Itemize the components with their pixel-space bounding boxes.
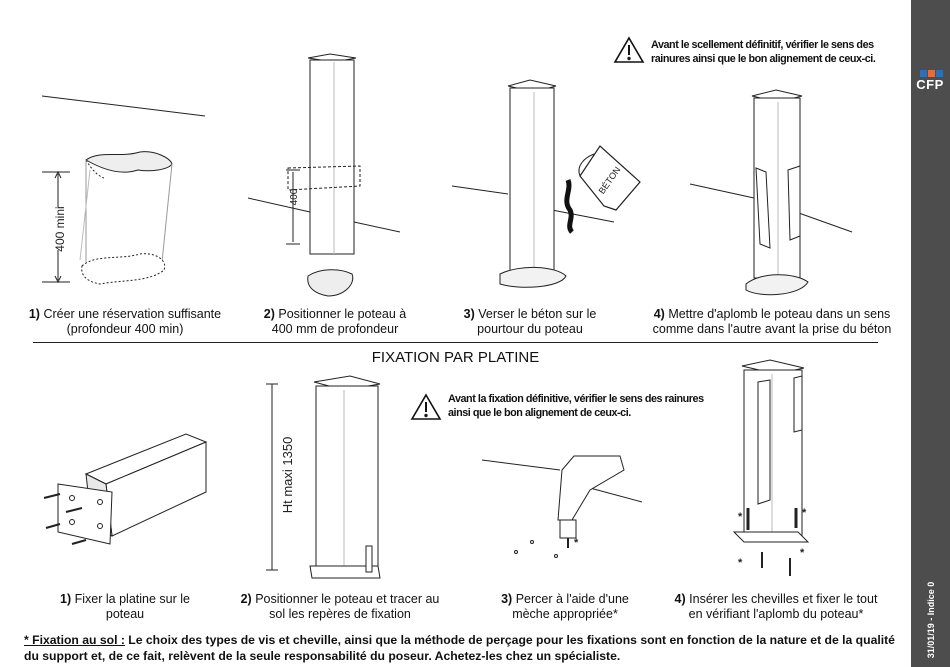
step-text: Positionner le poteau à: [278, 307, 407, 321]
warning-icon: [613, 36, 645, 63]
step-text: en vérifiant l'aplomb du poteau*: [688, 607, 864, 621]
warning-line: Avant le scellement définitif, vérifier …: [651, 39, 874, 51]
warning-text-top: Avant le scellement définitif, vérifier …: [651, 38, 876, 66]
platine-step-3: 3) Percer à l'aide d'une mèche approprié…: [485, 592, 645, 622]
step-text: Mettre d'aplomb le poteau dans un sens: [668, 307, 891, 321]
post-in-ground-illustration: [247, 53, 401, 297]
dim-height-label: Ht maxi 1350: [280, 437, 295, 514]
post-upright-illustration: [266, 375, 381, 579]
warning-line: ainsi que le bon alignement de ceux-ci.: [448, 407, 631, 419]
platine-step-2: 2) Positionner le poteau et tracer au so…: [230, 592, 450, 622]
star-mark: *: [800, 547, 805, 559]
step-number: 1): [60, 592, 72, 606]
footer-text: Le choix des types de vis et cheville, a…: [24, 633, 895, 663]
illustrations: 400 mini 400 BÉTON: [41, 36, 853, 579]
step-number: 2): [240, 592, 252, 606]
hole-illustration: [41, 95, 206, 285]
star-mark: *: [574, 537, 579, 549]
step-text: Verser le béton sur le: [478, 307, 597, 321]
scellement-step-4: 4) Mettre d'aplomb le poteau dans un sen…: [636, 307, 908, 337]
dim-400-mini-label: 400 mini: [53, 206, 67, 251]
step-text: comme dans l'autre avant la prise du bét…: [652, 322, 892, 336]
star-mark: *: [802, 507, 807, 519]
warning-text-platine: Avant la fixation définitive, vérifier l…: [448, 392, 704, 420]
platine-step-1: 1) Fixer la platine sur le poteau: [40, 592, 210, 622]
scellement-step-2: 2) Positionner le poteau à 400 mm de pro…: [240, 307, 430, 337]
drill-illustration: [481, 455, 643, 558]
step-number: 4): [674, 592, 686, 606]
step-number: 2): [263, 307, 275, 321]
step-text: (profondeur 400 min): [66, 322, 184, 336]
logo-squares: [918, 70, 943, 78]
step-text: Insérer les chevilles et fixer le tout: [689, 592, 878, 606]
step-text: Créer une réservation suffisante: [43, 307, 222, 321]
sidebar-date: 31/01/19 - Indice 0: [926, 581, 936, 659]
logo-square: [928, 70, 935, 77]
section-divider: [33, 342, 878, 343]
align-post-illustration: [689, 89, 853, 296]
warning-line: Avant la fixation définitive, vérifier l…: [448, 393, 704, 405]
fixed-post-illustration: [732, 359, 810, 576]
scellement-step-1: 1) Créer une réservation suffisante (pro…: [20, 307, 230, 337]
step-text: poteau: [105, 607, 145, 621]
dim-400-label: 400: [289, 188, 300, 205]
sidebar: [911, 0, 950, 667]
step-text: Percer à l'aide d'une: [515, 592, 629, 606]
step-text: Positionner le poteau et tracer au: [255, 592, 440, 606]
step-text: mèche appropriée*: [512, 607, 618, 621]
star-mark: *: [738, 511, 743, 523]
plate-on-post-illustration: [43, 433, 208, 545]
logo-text: CFP: [916, 77, 944, 92]
logo-square: [936, 70, 943, 77]
step-text: pourtour du poteau: [477, 322, 583, 336]
step-text: 400 mm de profondeur: [271, 322, 399, 336]
logo-square: [920, 70, 927, 77]
step-number: 3): [501, 592, 513, 606]
section-title: FIXATION PAR PLATINE: [371, 349, 540, 366]
warning-icon: [410, 393, 442, 420]
warning-line: rainures ainsi que le bon alignement de …: [651, 53, 876, 65]
step-text: sol les repères de fixation: [269, 607, 411, 621]
footer-note: * Fixation au sol : Le choix des types d…: [24, 632, 904, 664]
pour-concrete-illustration: [451, 79, 641, 288]
scellement-step-3: 3) Verser le béton sur le pourtour du po…: [440, 307, 620, 337]
cfp-logo: CFP: [914, 70, 946, 96]
star-mark: *: [738, 557, 743, 569]
step-number: 4): [653, 307, 665, 321]
step-number: 1): [28, 307, 40, 321]
footer-label: * Fixation au sol :: [24, 633, 125, 647]
step-number: 3): [463, 307, 475, 321]
step-text: Fixer la platine sur le: [74, 592, 190, 606]
platine-step-4: 4) Insérer les chevilles et fixer le tou…: [660, 592, 892, 622]
